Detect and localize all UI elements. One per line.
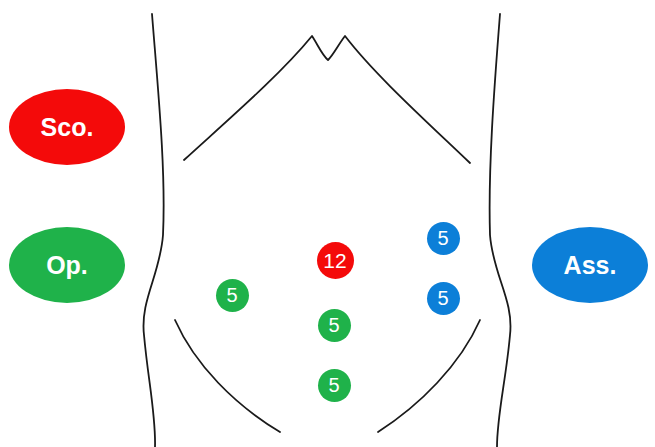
inguinal-line [175, 320, 280, 432]
trocar-port: 5 [427, 282, 460, 315]
body-contour [490, 14, 511, 447]
trocar-port: 5 [318, 309, 351, 342]
role-label-ellipse: Ass. [532, 227, 648, 303]
role-label-ellipse: Sco. [9, 89, 125, 165]
shape-fill [317, 242, 354, 279]
inguinal-line [378, 320, 480, 432]
shape-fill [427, 282, 460, 315]
body-contour [143, 14, 163, 447]
shape-fill [318, 309, 351, 342]
trocar-port: 5 [318, 369, 351, 402]
port-size: 12 [323, 250, 346, 271]
shape-fill [532, 227, 648, 303]
shape-fill [9, 227, 125, 303]
shape-fill [318, 369, 351, 402]
port-size: 5 [437, 288, 448, 308]
trocar-port: 12 [317, 242, 354, 279]
port-size: 5 [437, 228, 448, 248]
costal-margin [184, 36, 470, 163]
port-size: 5 [328, 315, 339, 335]
trocar-port: 5 [427, 222, 460, 255]
role-label: Sco. [41, 115, 94, 140]
shape-fill [9, 89, 125, 165]
port-size: 5 [226, 285, 237, 305]
shape-fill [216, 279, 249, 312]
role-label-ellipse: Op. [9, 227, 125, 303]
shape-fill [427, 222, 460, 255]
trocar-port: 5 [216, 279, 249, 312]
role-label: Op. [46, 253, 88, 278]
role-label: Ass. [564, 253, 617, 278]
port-size: 5 [328, 375, 339, 395]
